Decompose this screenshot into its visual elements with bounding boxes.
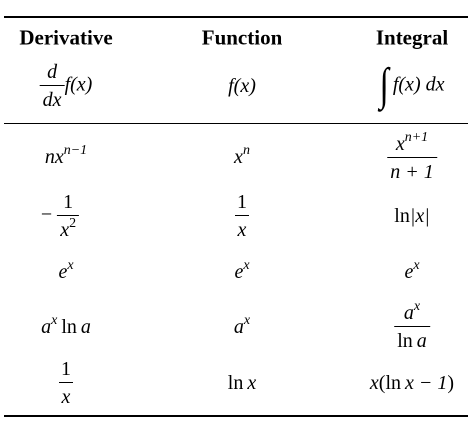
row5-integral-open-paren: ( (378, 372, 386, 394)
row1-function: xn (234, 144, 250, 168)
row4-derivative-base: a (41, 316, 52, 338)
subheader-function: f(x) (228, 75, 256, 97)
row1-derivative-exponent: n−1 (63, 143, 88, 158)
row1-integral-numerator: xn+1 (393, 131, 431, 157)
row5-integral-var: x (369, 372, 379, 394)
row2-derivative-den-base: x (60, 219, 70, 241)
row5-derivative-fraction: 1 x (58, 359, 74, 407)
row2-integral-ln: ln (394, 205, 410, 227)
bottom-rule (4, 415, 468, 417)
header-integral: Integral (375, 25, 449, 50)
row4-integral-numerator: ax (401, 300, 423, 326)
row2-function-denominator: x (234, 215, 250, 240)
row2-function-numerator: 1 (237, 191, 247, 213)
row5-integral-ln: ln (385, 372, 402, 394)
row2-derivative-den-exponent: 2 (69, 216, 77, 231)
dx-denominator: dx (39, 85, 65, 110)
integral-sign: ∫ (379, 60, 389, 111)
row5-integral-inner: x − 1 (405, 372, 448, 394)
top-rule (4, 16, 468, 18)
row2-derivative-numerator: 1 (63, 191, 74, 213)
row2-derivative-fraction: 1 x2 (57, 191, 80, 241)
row1-derivative: nxn−1 (44, 144, 87, 168)
row4-function: ax (233, 314, 250, 338)
row5-derivative-numerator: 1 (61, 358, 71, 380)
row2-minus-sign: − (40, 203, 53, 226)
row4-function-base: a (233, 316, 244, 338)
row5-function-var: x (247, 372, 257, 394)
row3-function-exponent: x (243, 258, 250, 273)
row1-derivative-base: nx (44, 146, 64, 168)
row2-derivative-denominator: x2 (57, 215, 80, 241)
row4-function-exponent: x (243, 313, 251, 328)
row2-integral: ln|x| (394, 206, 429, 226)
row3-derivative-base: e (58, 261, 68, 283)
d-dx-fraction: d dx (39, 61, 65, 110)
row2-function-fraction: 1 x (234, 192, 250, 240)
row2-derivative: − 1 x2 (40, 191, 80, 241)
subheader-derivative: d dx f(x) (39, 61, 93, 110)
header-rule (4, 123, 468, 125)
header-derivative: Derivative (19, 25, 113, 50)
row2-function: 1 x (234, 192, 250, 240)
row2-integral-body: |x| (409, 205, 430, 227)
row1-integral-num-exponent: n+1 (404, 130, 429, 145)
row3-function: ex (234, 259, 249, 283)
subheader-integral: ∫f(x) dx (380, 62, 445, 108)
row1-function-exponent: n (242, 143, 250, 158)
row5-derivative: 1 x (58, 359, 74, 407)
header-function: Function (201, 25, 283, 50)
row3-function-base: e (234, 261, 244, 283)
row1-function-base: x (234, 146, 243, 168)
row3-integral-base: e (404, 261, 414, 283)
row5-function-ln: ln (227, 372, 244, 394)
row3-derivative-exponent: x (67, 258, 74, 273)
integral-body: f(x) dx (392, 73, 445, 96)
row4-integral-num-base: a (403, 302, 414, 324)
row1-integral-denominator: n + 1 (387, 157, 437, 182)
derivative-body: f(x) (64, 73, 93, 96)
row1-integral-fraction: xn+1 n + 1 (387, 131, 437, 182)
row4-integral-num-exponent: x (413, 299, 421, 314)
row5-integral-close-paren: ) (447, 372, 455, 394)
row3-integral: ex (404, 259, 419, 283)
row3-integral-exponent: x (413, 258, 420, 273)
row1-integral: xn+1 n + 1 (387, 131, 437, 182)
row4-integral-den-ln: ln (397, 330, 413, 352)
row5-derivative-denominator: x (58, 382, 74, 407)
row4-derivative-ln: ln (61, 316, 77, 338)
row4-derivative-var: a (80, 316, 91, 338)
d-numerator: d (47, 61, 58, 83)
row3-derivative: ex (58, 259, 73, 283)
row4-derivative-exponent: x (51, 313, 58, 328)
row1-integral-num-base: x (395, 133, 405, 155)
row4-integral-den-var: a (416, 330, 427, 352)
